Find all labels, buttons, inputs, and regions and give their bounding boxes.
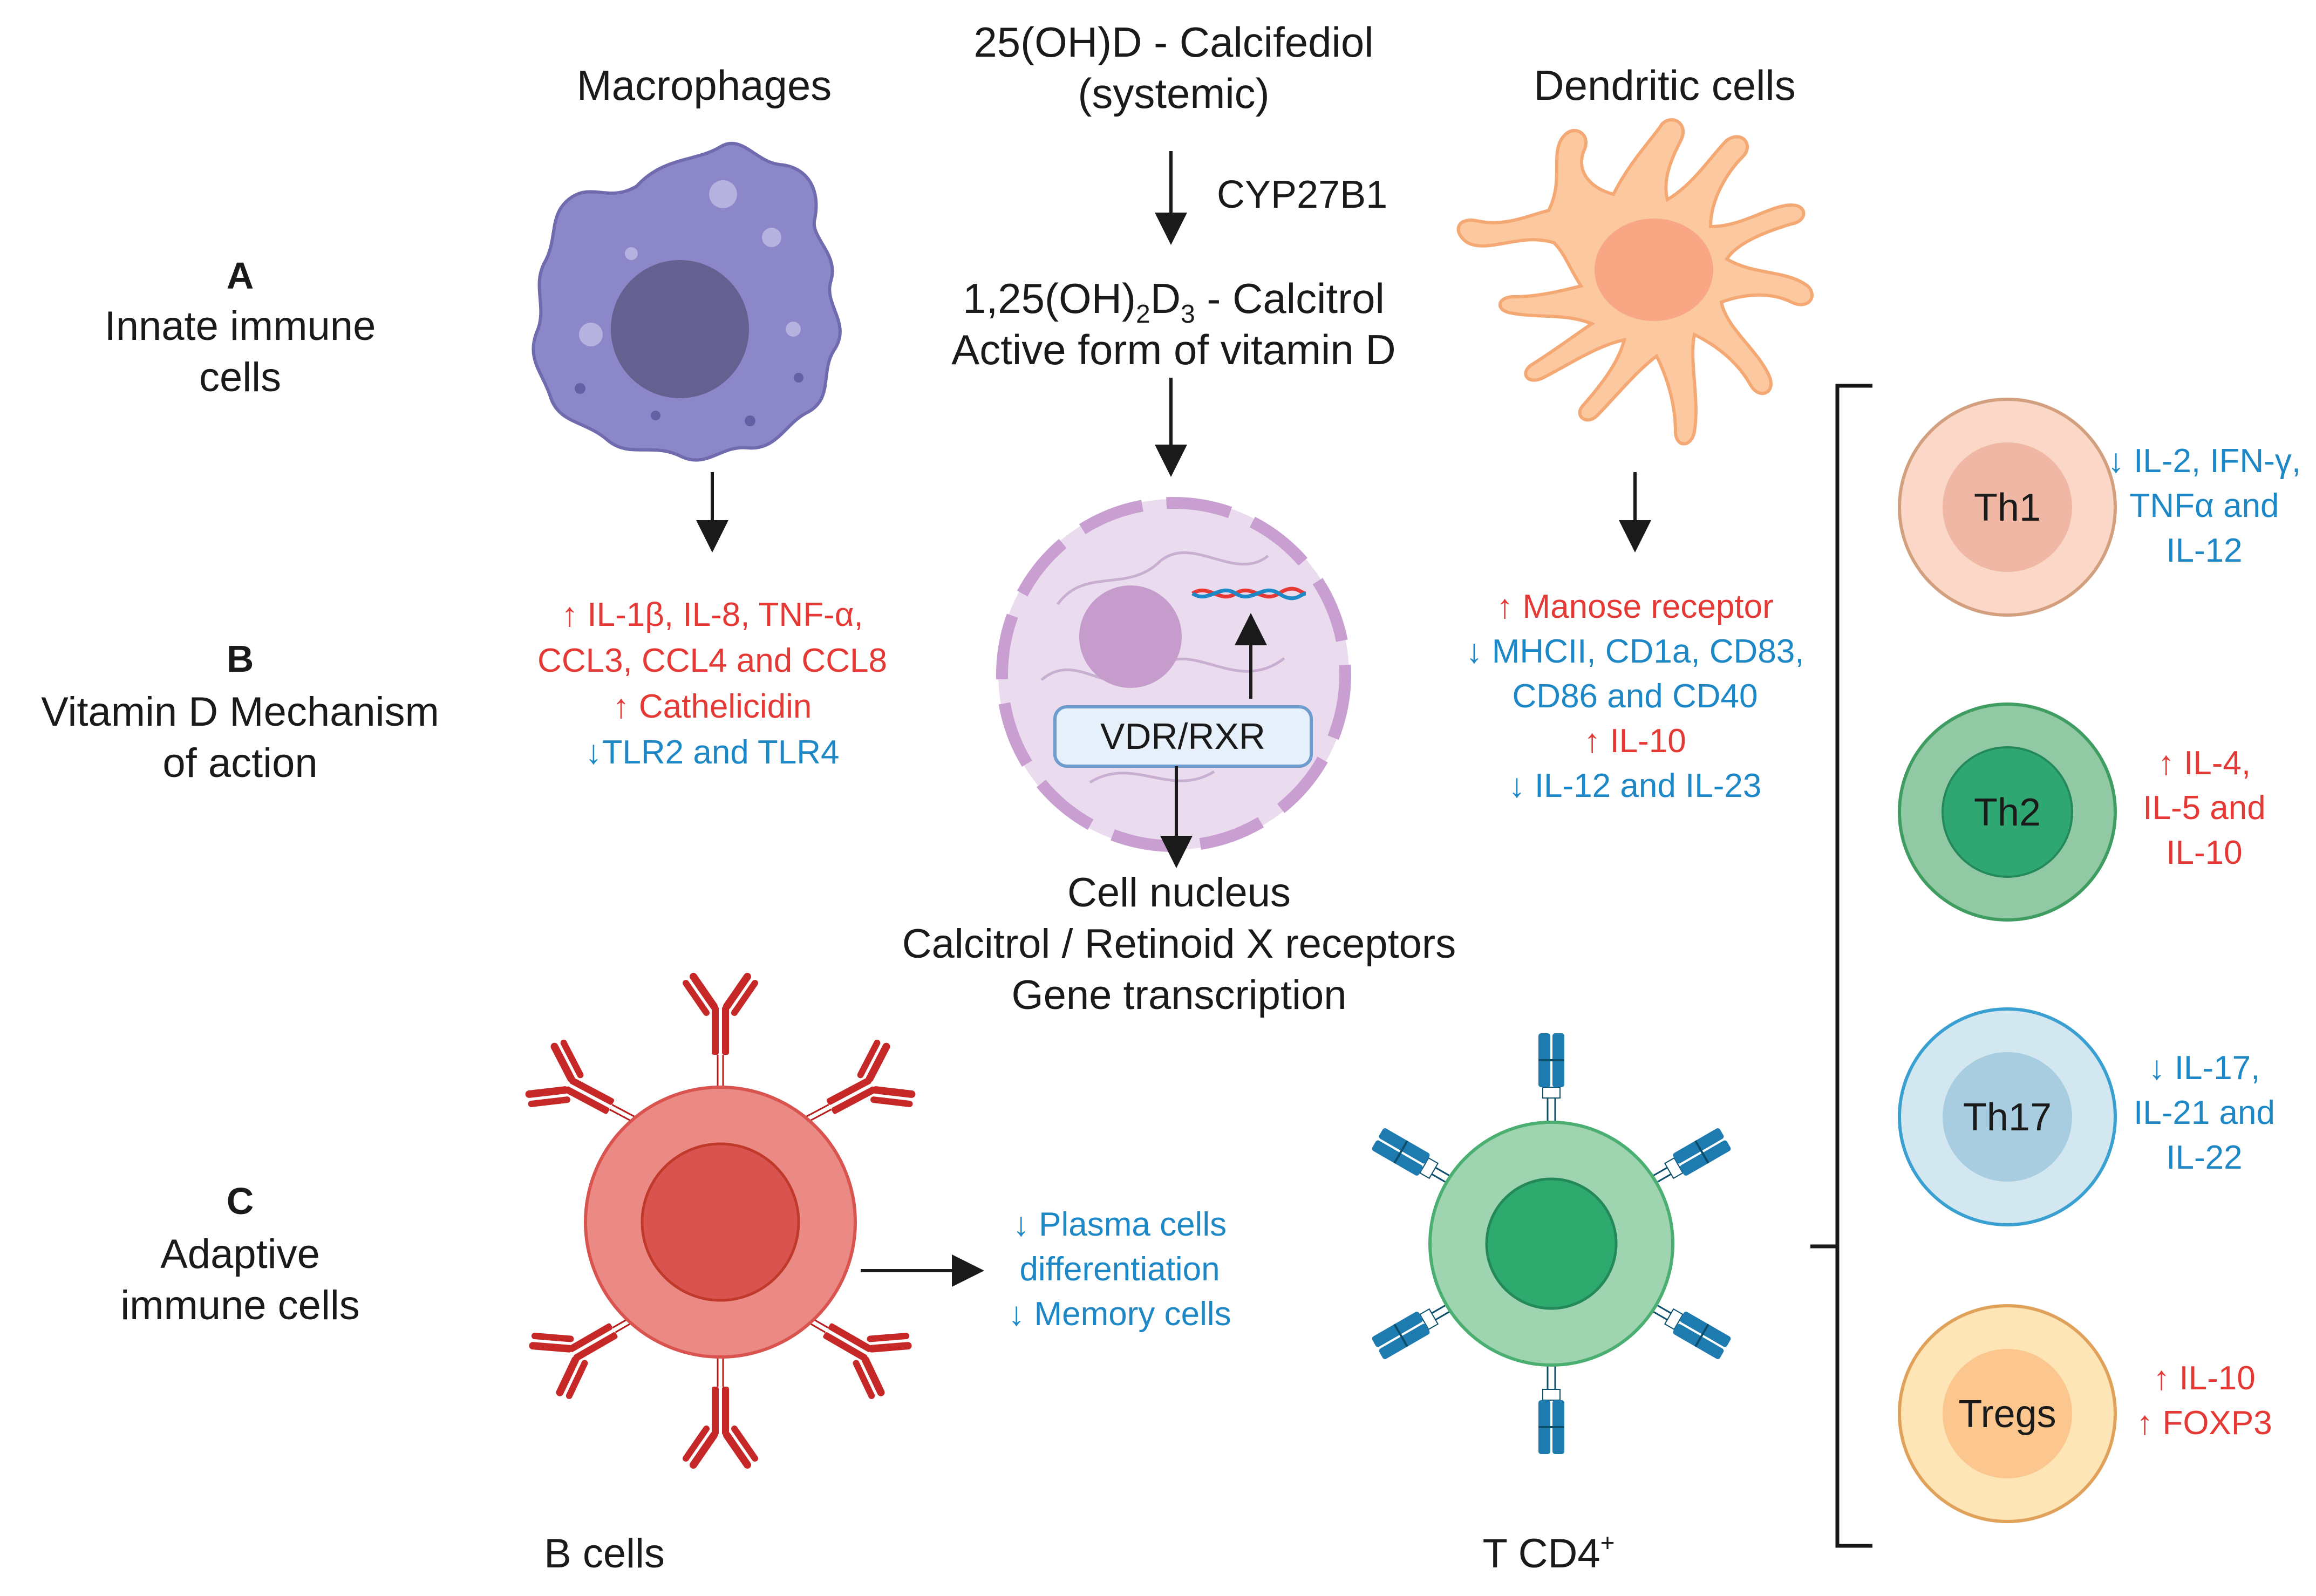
section-a-label: A Innate immune cells (105, 255, 376, 400)
tregs-effect-1: ↑ IL-10 (2153, 1360, 2256, 1397)
dendritic-effect-1: ↑ Manose receptor (1496, 588, 1773, 625)
bcell-effect-3: ↓ Memory cells (1008, 1295, 1231, 1333)
th1-effect-3: IL-12 (2166, 532, 2242, 569)
th1-subset: Th1 ↓ IL-2, IFN-γ, TNFα and IL-12 (1898, 398, 2301, 617)
bcells-title: B cells (544, 1531, 665, 1577)
th2-effect-3: IL-10 (2166, 834, 2242, 871)
th17-effect-3: IL-22 (2166, 1139, 2242, 1176)
macrophage-cell-illustration (532, 141, 842, 462)
section-a-line2: cells (199, 354, 281, 400)
th2-label: Th2 (1974, 791, 2041, 834)
dendritic-effect-5: ↓ IL-12 and IL-23 (1509, 767, 1762, 804)
macrophage-effect-3: ↑ Cathelicidin (613, 688, 812, 725)
active-form-line2: Active form of vitamin D (951, 326, 1396, 373)
th2-effect-2: IL-5 and (2143, 789, 2266, 827)
th17-effect-1: ↓ IL-17, (2149, 1049, 2260, 1087)
macrophage-effect-1: ↑ IL-1β, IL-8, TNF-α, (561, 596, 863, 633)
bcell-effect-2: differentiation (1019, 1251, 1220, 1288)
th2-effect-1: ↑ IL-4, (2158, 745, 2251, 782)
section-c-line1: Adaptive (160, 1231, 320, 1277)
macrophage-effect-2: CCL3, CCL4 and CCL8 (537, 642, 887, 679)
section-a-line1: Innate immune (105, 303, 376, 349)
active-form-line1: 1,25(OH)2D3 - Calcitrol (963, 275, 1385, 329)
enzyme-label: CYP27B1 (1217, 173, 1387, 216)
th1-effect-1: ↓ IL-2, IFN-γ, (2108, 442, 2301, 480)
nucleus-line1: Cell nucleus (1067, 870, 1291, 916)
subset-bracket (1810, 384, 1872, 1548)
th1-effect-2: TNFα and (2129, 487, 2279, 524)
vdr-rxr-box (1053, 705, 1313, 768)
section-a-letter: A (227, 255, 254, 297)
macrophage-effects: ↑ IL-1β, IL-8, TNF-α, CCL3, CCL4 and CCL… (537, 596, 887, 771)
bcell-illustration (526, 977, 915, 1465)
dendritic-effect-3: CD86 and CD40 (1513, 678, 1758, 715)
macrophage-effect-4: ↓TLR2 and TLR4 (585, 734, 840, 771)
bcell-effect-1: ↓ Plasma cells (1013, 1206, 1227, 1243)
nucleus-line2: Calcitrol / Retinoid X receptors (902, 921, 1456, 967)
th17-label: Th17 (1963, 1096, 2052, 1139)
precursor-line1: 25(OH)D - Calcifediol (973, 18, 1373, 66)
section-b-letter: B (227, 638, 254, 680)
th2-subset: Th2 ↑ IL-4, IL-5 and IL-10 (1898, 702, 2266, 922)
tcell-title: T CD4+ (1482, 1529, 1615, 1577)
section-c-letter: C (227, 1180, 254, 1222)
dendritic-cell-illustration (1456, 118, 1814, 446)
precursor-line2: (systemic) (1078, 70, 1269, 117)
tcell-illustration (1370, 1032, 1733, 1455)
tregs-subset: Tregs ↑ IL-10 ↑ FOXP3 (1898, 1304, 2272, 1523)
section-b-line2: of action (162, 740, 317, 786)
th17-subset: Th17 ↓ IL-17, IL-21 and IL-22 (1898, 1007, 2275, 1226)
tregs-effect-2: ↑ FOXP3 (2136, 1404, 2272, 1442)
nucleus-line3: Gene transcription (1012, 972, 1347, 1018)
dendritic-title: Dendritic cells (1534, 62, 1795, 109)
th1-label: Th1 (1974, 486, 2041, 529)
nucleus-illustration: VDR/RXR (996, 497, 1351, 852)
dendritic-effect-2: ↓ MHCII, CD1a, CD83, (1466, 633, 1804, 670)
section-b-label: B Vitamin D Mechanism of action (41, 638, 439, 786)
macrophages-title: Macrophages (577, 62, 832, 109)
dendritic-effect-4: ↑ IL-10 (1584, 722, 1686, 760)
section-b-line1: Vitamin D Mechanism (41, 689, 439, 735)
bcell-effects: ↓ Plasma cells differentiation ↓ Memory … (1008, 1206, 1231, 1333)
vdr-rxr-label: VDR/RXR (1100, 716, 1265, 757)
tregs-label: Tregs (1958, 1393, 2056, 1436)
section-c-label: C Adaptive immune cells (120, 1180, 359, 1328)
th17-effect-2: IL-21 and (2134, 1094, 2275, 1131)
section-c-line2: immune cells (120, 1283, 359, 1328)
dendritic-effects: ↑ Manose receptor ↓ MHCII, CD1a, CD83, C… (1466, 588, 1804, 804)
